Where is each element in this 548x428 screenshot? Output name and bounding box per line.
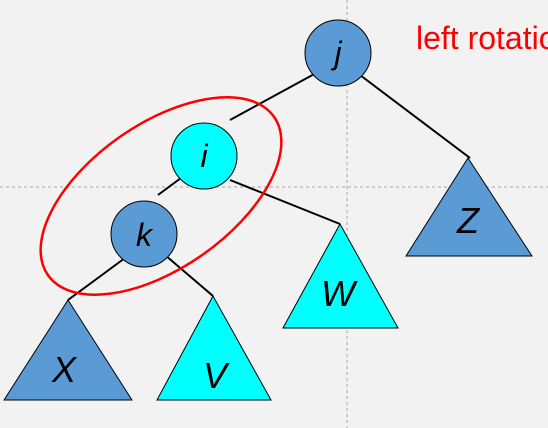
subtree-x-label: X: [51, 349, 78, 390]
node-i: i: [170, 122, 238, 190]
subtree-v-label: V: [203, 355, 230, 396]
node-i-label: i: [200, 138, 208, 174]
subtree-w-label: W: [321, 273, 358, 314]
subtree-x: X: [3, 299, 133, 401]
node-k-label: k: [136, 217, 154, 253]
subtree-w: W: [282, 222, 399, 329]
node-k-circle: [110, 200, 178, 268]
rotation-highlight-ellipse: [39, 96, 283, 296]
subtree-z-label: Z: [456, 200, 480, 241]
node-k: k: [110, 200, 178, 268]
subtree-z-triangle: [405, 157, 533, 257]
edge-j-z: [359, 74, 471, 159]
subtree-w-triangle: [282, 222, 399, 329]
edge-k-v: [164, 254, 214, 297]
edge-j-i: [229, 71, 319, 121]
rotation-caption: left rotation: [416, 20, 548, 56]
subtree-x-triangle: [3, 299, 133, 401]
subtree-v-triangle: [156, 294, 272, 401]
node-i-circle: [170, 122, 238, 190]
node-j: j: [304, 19, 372, 87]
subtree-v: V: [156, 294, 272, 401]
node-j-circle: [304, 19, 372, 87]
edge-i-w: [229, 179, 341, 225]
subtree-z: Z: [405, 157, 533, 257]
